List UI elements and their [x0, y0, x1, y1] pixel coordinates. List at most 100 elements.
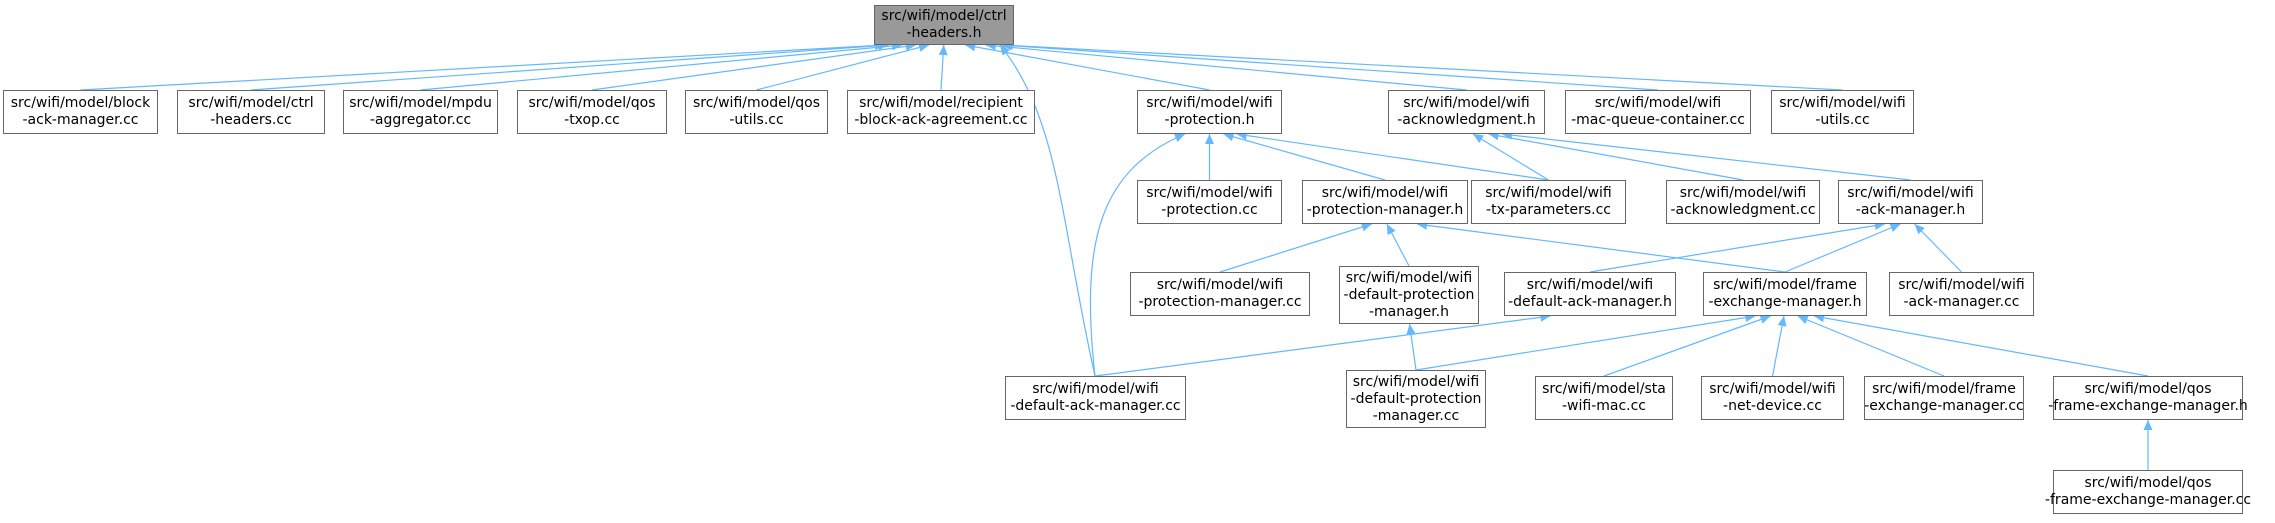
node-wifi-mac-queue-container-cc[interactable]: src/wifi/model/wifi-mac-queue-container.…: [1565, 90, 1751, 134]
node-label-line: -frame-exchange-manager.h: [2048, 398, 2248, 414]
edge-wifi-default-ack-manager-cc-to-wifi-default-ack-manager-h: [1095, 315, 1551, 377]
edge-arrowhead: [938, 45, 948, 56]
edge-wifi-acknowledgment-h-to-ctrl-headers-h: [985, 44, 1467, 91]
edge-wifi-protection-manager-h-to-wifi-protection-h: [1223, 133, 1386, 181]
node-qos-utils-cc[interactable]: src/wifi/model/qos-utils.cc: [685, 90, 828, 134]
node-label-line: src/wifi/model/sta: [1542, 381, 1666, 397]
edge-arrowhead: [1889, 223, 1901, 232]
node-wifi-protection-manager-cc[interactable]: src/wifi/model/wifi-protection-manager.c…: [1130, 272, 1310, 316]
node-label-line: -manager.cc: [1372, 407, 1460, 424]
node-label-line: src/wifi/model/wifi: [1403, 95, 1530, 111]
node-label-line: src/wifi/model/block: [10, 95, 151, 111]
node-wifi-net-device-cc[interactable]: src/wifi/model/wifi-net-device.cc: [1701, 376, 1844, 420]
edge-qos-frame-exchange-manager-h-to-frame-exchange-manager-h: [1813, 315, 2149, 377]
edge-arrowhead: [1205, 134, 1214, 144]
node-label-line: src/wifi/model/wifi: [1526, 277, 1654, 293]
edge-wifi-ack-manager-cc-to-wifi-ack-manager-h: [1914, 223, 1962, 273]
node-wifi-default-ack-manager-h[interactable]: src/wifi/model/wifi-default-ack-manager.…: [1504, 272, 1676, 316]
node-label-line: src/wifi/model/wifi: [1032, 381, 1159, 397]
edge-block-ack-manager-cc-to-ctrl-headers-h: [80, 44, 886, 91]
edge-arrowhead: [1223, 132, 1235, 142]
node-wifi-ack-manager-cc[interactable]: src/wifi/model/wifi-ack-manager.cc: [1889, 272, 2034, 316]
edge-arrowhead: [1360, 222, 1372, 232]
node-label-line: -wifi-mac.cc: [1561, 398, 1647, 414]
node-label-line: -default-protection: [1350, 390, 1482, 407]
node-label-line: -acknowledgment.cc: [1670, 202, 1816, 218]
node-qos-frame-exchange-manager-h[interactable]: src/wifi/model/qos-frame-exchange-manage…: [2048, 376, 2248, 420]
node-label-line: src/wifi/model/wifi: [1898, 277, 2025, 293]
node-wifi-tx-parameters-cc[interactable]: src/wifi/model/wifi-tx-parameters.cc: [1471, 180, 1626, 224]
node-label-line: -exchange-manager.h: [1708, 294, 1862, 310]
node-mpdu-aggregator-cc[interactable]: src/wifi/model/mpdu-aggregator.cc: [343, 90, 498, 134]
node-label-line: -ack-manager.h: [1855, 202, 1966, 218]
node-label-line: src/wifi/model/wifi: [1146, 185, 1273, 201]
edge-arrowhead: [1914, 224, 1925, 235]
node-label-line: -headers.cc: [210, 112, 292, 128]
edge-arrowhead: [1386, 224, 1396, 235]
node-wifi-acknowledgment-h[interactable]: src/wifi/model/wifi-acknowledgment.h: [1388, 90, 1545, 134]
node-label-line: -mac-queue-container.cc: [1571, 112, 1745, 128]
node-label-line: -protection-manager.h: [1306, 202, 1464, 218]
edge-frame-exchange-manager-h-to-wifi-ack-manager-h: [1784, 223, 1901, 273]
node-label-line: src/wifi/model/ctrl: [881, 8, 1007, 24]
edge-wifi-utils-cc-to-ctrl-headers-h: [1002, 44, 1843, 91]
node-qos-txop-cc[interactable]: src/wifi/model/qos-txop.cc: [517, 90, 667, 134]
node-label-line: -ack-manager.cc: [22, 112, 139, 128]
edge-arrowhead: [1473, 134, 1484, 144]
node-label-line: src/wifi/model/wifi: [1321, 185, 1449, 201]
edge-sta-wifi-mac-cc-to-frame-exchange-manager-h: [1603, 315, 1771, 377]
node-wifi-default-protection-manager-h[interactable]: src/wifi/model/wifi-default-protection-m…: [1339, 266, 1479, 324]
node-wifi-protection-cc[interactable]: src/wifi/model/wifi-protection.cc: [1137, 180, 1282, 224]
node-label-line: -default-protection: [1343, 286, 1475, 303]
edge-wifi-net-device-cc-to-frame-exchange-manager-h: [1771, 315, 1785, 377]
node-frame-exchange-manager-h[interactable]: src/wifi/model/frame-exchange-manager.h: [1703, 272, 1867, 316]
node-wifi-protection-manager-h[interactable]: src/wifi/model/wifi-protection-manager.h: [1302, 180, 1468, 224]
node-frame-exchange-manager-cc[interactable]: src/wifi/model/frame-exchange-manager.cc: [1864, 376, 2024, 420]
edge-arrowhead: [918, 43, 929, 52]
node-ctrl-headers-cc[interactable]: src/wifi/model/ctrl-headers.cc: [177, 90, 325, 134]
edge-frame-exchange-manager-h-to-wifi-protection-manager-h: [1416, 223, 1786, 273]
edge-arrowhead: [1174, 133, 1185, 143]
edge-wifi-acknowledgment-cc-to-wifi-acknowledgment-h: [1488, 133, 1744, 181]
node-label-line: -frame-exchange-manager.cc: [2044, 492, 2252, 508]
node-label-line: src/wifi/model/frame: [1713, 277, 1857, 293]
node-sta-wifi-mac-cc[interactable]: src/wifi/model/sta-wifi-mac.cc: [1535, 376, 1673, 420]
node-label-line: -protection.h: [1164, 112, 1255, 128]
edge-wifi-tx-parameters-cc-to-wifi-protection-h: [1236, 133, 1549, 181]
node-qos-frame-exchange-manager-cc[interactable]: src/wifi/model/qos-frame-exchange-manage…: [2045, 470, 2251, 514]
node-label-line: -manager.h: [1368, 303, 1449, 320]
edge-arrowhead: [1797, 315, 1809, 324]
node-wifi-acknowledgment-cc[interactable]: src/wifi/model/wifi-acknowledgment.cc: [1666, 180, 1820, 224]
edge-frame-exchange-manager-cc-to-frame-exchange-manager-h: [1797, 315, 1945, 377]
edge-qos-utils-cc-to-ctrl-headers-h: [756, 44, 930, 91]
node-label-line: src/wifi/model/wifi: [1156, 277, 1284, 293]
edge-arrowhead: [1759, 315, 1771, 324]
node-wifi-default-ack-manager-cc[interactable]: src/wifi/model/wifi-default-ack-manager.…: [1005, 376, 1186, 420]
edge-wifi-default-ack-manager-h-to-wifi-ack-manager-h: [1589, 223, 1885, 273]
node-label-line: src/wifi/model/wifi: [1352, 373, 1480, 390]
node-wifi-ack-manager-h[interactable]: src/wifi/model/wifi-ack-manager.h: [1838, 180, 1983, 224]
edge-wifi-protection-manager-cc-to-wifi-protection-manager-h: [1219, 223, 1372, 273]
node-label-line: -net-device.cc: [1723, 398, 1822, 414]
node-block-ack-manager-cc[interactable]: src/wifi/model/block-ack-manager.cc: [3, 90, 158, 134]
node-label-line: src/wifi/model/qos: [2084, 475, 2212, 491]
node-label-line: -default-ack-manager.h: [1508, 294, 1672, 310]
node-wifi-utils-cc[interactable]: src/wifi/model/wifi-utils.cc: [1771, 90, 1914, 134]
node-label-line: -utils.cc: [729, 112, 784, 128]
edge-arrowhead: [1000, 45, 1010, 56]
node-label-line: src/wifi/model/wifi: [1679, 185, 1807, 201]
node-label-line: src/wifi/model/ctrl: [188, 95, 314, 111]
node-label-line: src/wifi/model/wifi: [1709, 381, 1836, 397]
node-label-line: -protection.cc: [1161, 202, 1258, 218]
edge-arrowhead: [2143, 420, 2153, 430]
node-wifi-default-protection-manager-cc[interactable]: src/wifi/model/wifi-default-protection-m…: [1346, 370, 1486, 428]
node-label-line: src/wifi/model/recipient: [859, 95, 1023, 111]
node-label-line: src/wifi/model/qos: [528, 95, 656, 111]
edge-mpdu-aggregator-cc-to-ctrl-headers-h: [420, 44, 903, 91]
node-label-line: -protection-manager.cc: [1138, 294, 1302, 310]
node-label-line: src/wifi/model/wifi: [1847, 185, 1974, 201]
node-label-line: src/wifi/model/wifi: [1779, 95, 1906, 111]
node-recipient-block-ack-agreement-cc[interactable]: src/wifi/model/recipient-block-ack-agree…: [847, 90, 1035, 134]
node-wifi-protection-h[interactable]: src/wifi/model/wifi-protection.h: [1137, 90, 1282, 134]
